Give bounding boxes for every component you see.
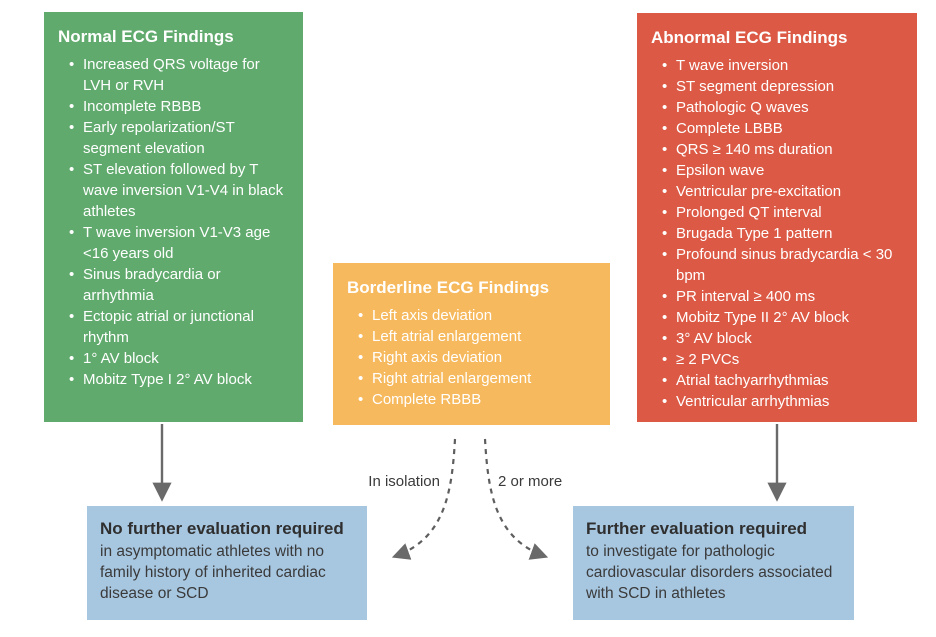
borderline-ecg-findings-title: Borderline ECG Findings [347,278,550,297]
abnormal-ecg-findings-title: Abnormal ECG Findings [651,28,848,47]
list-item: Right atrial enlargement [358,368,596,389]
list-item: Profound sinus bradycardia < 30 bpm [662,244,903,286]
list-item: 1° AV block [69,348,289,369]
list-item: Right axis deviation [358,347,596,368]
further-evaluation-title: Further evaluation required [586,519,808,538]
list-item: ≥ 2 PVCs [662,349,903,370]
dashed-arrow-two-or-more [483,438,549,560]
list-item: Left axis deviation [358,305,596,326]
list-item: Complete RBBB [358,389,596,410]
list-item: Left atrial enlargement [358,326,596,347]
list-item: PR interval ≥ 400 ms [662,286,903,307]
edge-label-in-isolation: In isolation [368,473,440,490]
list-item: QRS ≥ 140 ms duration [662,139,903,160]
list-item: Ectopic atrial or junctional rhythm [69,306,289,348]
list-item: ST elevation followed by T wave inversio… [69,159,289,222]
list-item: Ventricular arrhythmias [662,391,903,412]
abnormal-ecg-findings-box: Abnormal ECG Findings T wave inversionST… [637,13,917,422]
list-item: Increased QRS voltage for LVH or RVH [69,54,289,96]
list-item: Pathologic Q waves [662,97,903,118]
dashed-arrow-in-isolation [391,438,457,560]
list-item: Atrial tachyarrhythmias [662,370,903,391]
further-evaluation-body: to investigate for pathologic cardiovasc… [586,543,833,602]
normal-ecg-findings-list: Increased QRS voltage for LVH or RVHInco… [69,54,289,390]
list-item: Sinus bradycardia or arrhythmia [69,264,289,306]
list-item: Brugada Type 1 pattern [662,223,903,244]
list-item: 3° AV block [662,328,903,349]
borderline-ecg-findings-box: Borderline ECG Findings Left axis deviat… [333,263,610,425]
normal-ecg-findings-box: Normal ECG Findings Increased QRS voltag… [44,12,303,422]
list-item: ST segment depression [662,76,903,97]
no-further-evaluation-box: No further evaluation required in asympt… [87,506,367,620]
no-further-evaluation-title: No further evaluation required [100,519,344,538]
list-item: Ventricular pre-excitation [662,181,903,202]
list-item: T wave inversion V1-V3 age <16 years old [69,222,289,264]
normal-ecg-findings-title: Normal ECG Findings [58,27,234,46]
no-further-evaluation-body: in asymptomatic athletes with no family … [100,543,326,602]
list-item: T wave inversion [662,55,903,76]
list-item: Epsilon wave [662,160,903,181]
list-item: Complete LBBB [662,118,903,139]
borderline-ecg-findings-list: Left axis deviationLeft atrial enlargeme… [358,305,596,410]
list-item: Early repolarization/ST segment elevatio… [69,117,289,159]
abnormal-ecg-findings-list: T wave inversionST segment depressionPat… [662,55,903,412]
list-item: Prolonged QT interval [662,202,903,223]
further-evaluation-box: Further evaluation required to investiga… [573,506,854,620]
list-item: Mobitz Type I 2° AV block [69,369,289,390]
list-item: Mobitz Type II 2° AV block [662,307,903,328]
list-item: Incomplete RBBB [69,96,289,117]
edge-label-two-or-more: 2 or more [498,473,563,490]
